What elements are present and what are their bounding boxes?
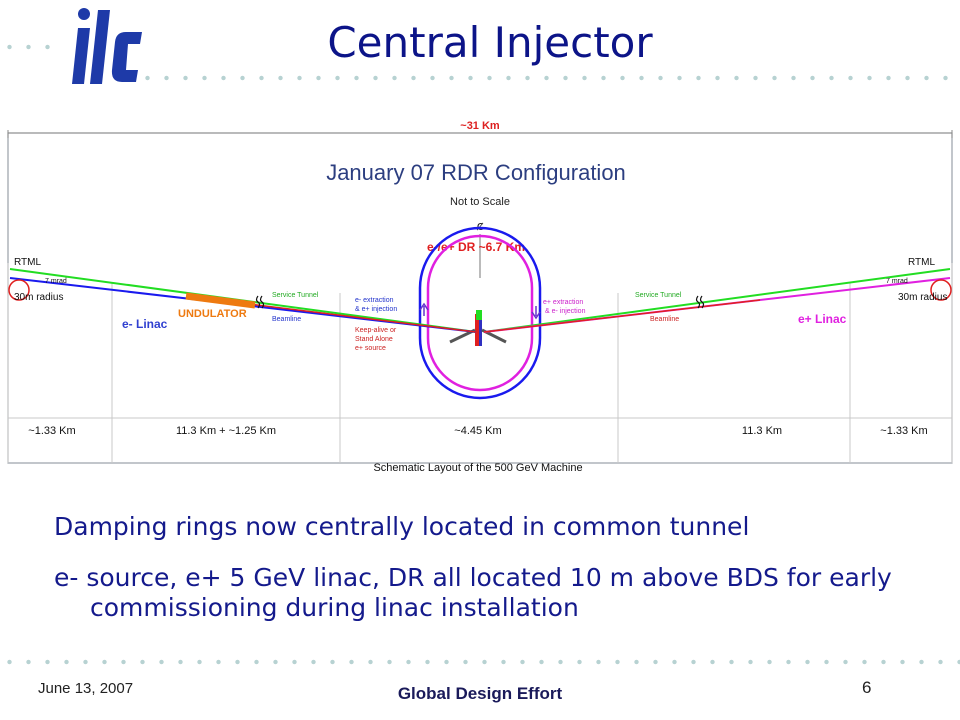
- footer-dots: [0, 659, 960, 665]
- total-length-label: ~31 Km: [460, 120, 500, 132]
- left-end-loop: [8, 279, 30, 301]
- dimension-label: 11.3 Km + ~1.25 Km: [176, 425, 276, 437]
- dimension-label: ~1.33 Km: [28, 425, 75, 437]
- right-injection-label: & e- injection: [545, 308, 586, 315]
- header-dots-left: [0, 44, 62, 50]
- dimension-label: ~4.45 Km: [454, 425, 501, 437]
- left-mrad-label: 7 mrad: [45, 278, 67, 285]
- header-dots-right: [138, 75, 960, 81]
- right-rtml-label: RTML: [908, 257, 935, 268]
- right-end-loop: [930, 279, 952, 301]
- right-mrad-label: 7 mrad: [886, 278, 908, 285]
- undulator-label: UNDULATOR: [178, 308, 247, 320]
- left-beamline-label: Beamline: [272, 316, 301, 323]
- page-number: 6: [862, 678, 872, 697]
- positron-damping-ring: [426, 234, 534, 392]
- electron-linac-label: e- Linac: [122, 317, 168, 331]
- footer-organization: Global Design Effort: [397, 684, 563, 703]
- injector-layout-diagram: ~31 Km January 07 RDR Configuration Not …: [7, 120, 953, 474]
- bullet-text: e- source, e+ 5 GeV linac, DR all locate…: [54, 563, 892, 622]
- right-extraction-label: e+ extraction: [543, 299, 583, 306]
- keep-alive-label-3: e+ source: [355, 345, 386, 352]
- right-service-tunnel-label: Service Tunnel: [635, 292, 682, 299]
- electron-damping-ring: [418, 226, 542, 400]
- left-injection-label: & e+ injection: [355, 306, 397, 313]
- right-beamline-label: Beamline: [650, 316, 679, 323]
- left-extraction-label: e- extraction: [355, 297, 394, 304]
- left-rtml-label: RTML: [14, 257, 41, 268]
- page-title: Central Injector: [327, 18, 653, 67]
- diagram-caption: Schematic Layout of the 500 GeV Machine: [373, 462, 582, 474]
- keep-alive-label-1: Keep-alive or: [355, 327, 397, 334]
- ilc-logo: [72, 8, 142, 84]
- config-title: January 07 RDR Configuration: [326, 160, 626, 185]
- centerline-symbol: ȼ: [477, 219, 484, 233]
- keep-alive-label-2: Stand Alone: [355, 336, 393, 343]
- dimension-label: 11.3 Km: [742, 425, 782, 437]
- right-radius-label: 30m radius: [898, 292, 947, 303]
- left-radius-label: 30m radius: [14, 292, 63, 303]
- right-service-tunnel-line: [483, 268, 951, 333]
- not-to-scale-label: Not to Scale: [450, 196, 510, 208]
- positron-linac-label: e+ Linac: [798, 312, 847, 326]
- footer-date: June 13, 2007: [38, 680, 134, 697]
- bullet-text: Damping rings now centrally located in c…: [54, 512, 750, 541]
- undulator-segment: [185, 292, 256, 309]
- dimension-label: ~1.33 Km: [880, 425, 927, 437]
- left-service-tunnel-label: Service Tunnel: [272, 292, 319, 299]
